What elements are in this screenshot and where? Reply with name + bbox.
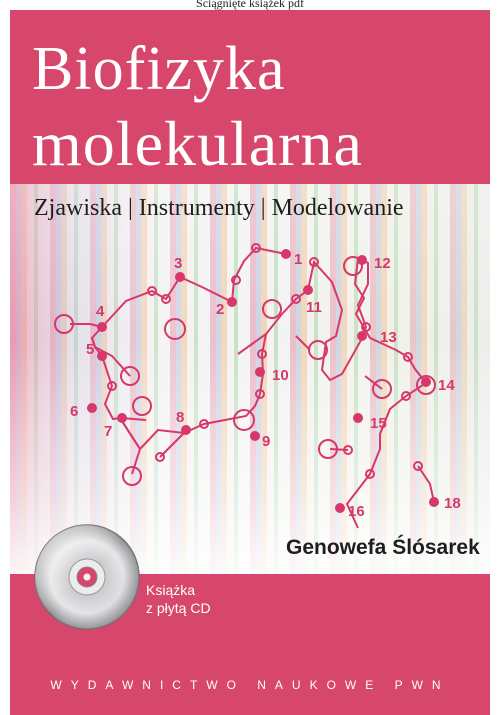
author-name: Genowefa Ślósarek [286, 536, 480, 559]
cd-label-line-1: Książka [146, 582, 196, 598]
watermark-text: Ściągnięte książek pdf [196, 0, 304, 10]
residue-label: 6 [70, 403, 78, 420]
residue-label: 15 [370, 415, 387, 432]
residue-label: 2 [216, 301, 224, 318]
residue-label: 18 [444, 495, 461, 512]
residue-label: 13 [380, 329, 397, 346]
title-line-1: Biofizyka [32, 35, 286, 103]
cd-label-line-2: z płytą CD [146, 600, 211, 616]
book-cover: Biofizyka molekularna Zjawiska | Instrum… [10, 10, 490, 715]
residue-label: 5 [86, 341, 94, 358]
residue-label: 11 [306, 299, 322, 316]
residue-label: 1 [294, 251, 302, 268]
residue-label: 3 [174, 255, 182, 272]
publisher-name: WYDAWNICTWO NAUKOWE PWN [50, 678, 450, 692]
molecule-diagram: 1 2 3 4 5 6 7 8 9 10 11 12 13 14 15 16 1… [54, 243, 461, 529]
residue-label: 10 [272, 367, 289, 384]
residue-label: 12 [374, 255, 391, 272]
residue-label: 8 [176, 409, 184, 426]
residue-label: 4 [96, 303, 105, 320]
residue-label: 7 [104, 423, 112, 440]
residue-label: 14 [438, 377, 455, 394]
subtitle: Zjawiska | Instrumenty | Modelowanie [34, 195, 404, 221]
cd-disc-icon [34, 524, 140, 630]
cover-photo-background [10, 184, 490, 574]
cd-label: Książka z płytą CD [146, 581, 211, 617]
residue-label: 9 [262, 433, 270, 450]
residue-label: 16 [348, 503, 365, 520]
title-line-2: molekularna [32, 108, 363, 179]
